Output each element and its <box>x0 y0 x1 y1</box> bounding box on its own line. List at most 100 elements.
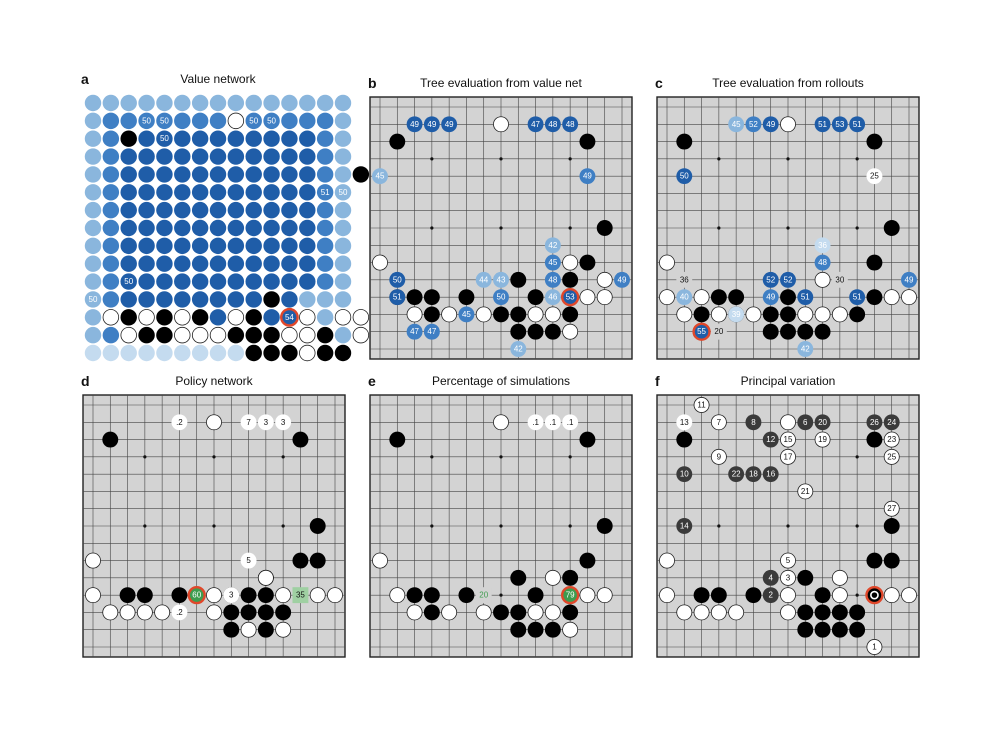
value-cell <box>334 255 352 272</box>
value-cell <box>156 291 173 308</box>
value-cell <box>245 166 262 183</box>
black-stone <box>240 587 257 604</box>
value-cell <box>84 273 102 290</box>
white-stone <box>475 306 492 323</box>
move-marker <box>493 289 509 306</box>
move-marker <box>544 414 561 431</box>
value-cell <box>191 148 209 165</box>
pv-black-stone <box>745 466 762 483</box>
value-cell <box>316 255 334 272</box>
pv-move-number: 5 <box>786 556 791 565</box>
move-marker <box>676 289 693 306</box>
value-cell <box>227 184 245 201</box>
move-value-label: 30 <box>835 275 844 284</box>
move-value-label: 50 <box>249 116 258 125</box>
star-point <box>430 157 434 161</box>
black-stone <box>797 604 814 621</box>
value-cell <box>209 273 227 290</box>
white-stone <box>327 587 343 604</box>
move-marker <box>831 271 848 288</box>
move-marker <box>527 414 544 431</box>
policy-marker <box>292 587 309 604</box>
pv-move-number: 9 <box>717 452 722 461</box>
pv-white-stone <box>780 552 796 569</box>
simulation-value-label: 20 <box>479 591 488 600</box>
value-cell <box>245 237 262 255</box>
white-stone <box>831 569 848 586</box>
star-point <box>568 157 572 161</box>
white-stone <box>596 587 613 604</box>
black-stone <box>510 621 527 638</box>
black-stone <box>493 604 509 621</box>
move-value-label: 5 <box>246 556 251 565</box>
move-marker <box>901 271 917 288</box>
black-stone <box>866 552 883 569</box>
white-stone <box>406 306 423 323</box>
black-stone <box>223 621 240 638</box>
panel-title: Principal variation <box>740 374 836 388</box>
white-stone <box>299 309 316 326</box>
white-stone <box>174 326 191 344</box>
move-marker <box>458 306 475 323</box>
white-stone <box>227 112 245 130</box>
value-cell <box>316 309 334 326</box>
value-cell <box>263 166 280 183</box>
star-point <box>212 455 216 459</box>
black-stone <box>527 323 544 340</box>
value-cell <box>138 130 155 147</box>
value-cell <box>156 255 173 272</box>
value-cell <box>299 273 316 290</box>
move-value-label: 48 <box>566 120 575 129</box>
value-cell <box>316 130 334 147</box>
star-point <box>855 524 859 528</box>
black-stone <box>849 621 866 638</box>
white-stone <box>372 254 388 271</box>
value-cell <box>299 166 316 183</box>
white-stone <box>493 414 509 431</box>
move-value-label: 49 <box>766 120 775 129</box>
move-value-label: 48 <box>548 275 557 284</box>
value-cell <box>138 148 155 165</box>
panel-title: Tree evaluation from rollouts <box>712 76 864 90</box>
value-cell <box>281 291 298 308</box>
black-stone <box>171 587 188 604</box>
white-stone <box>780 116 796 133</box>
move-value-label: 42 <box>514 345 523 354</box>
pv-move-number: 13 <box>680 418 689 427</box>
panel-title: Value network <box>180 72 256 86</box>
move-value-label: .2 <box>176 608 183 617</box>
value-cell <box>281 94 298 112</box>
value-cell <box>209 94 227 112</box>
pv-move-number: 18 <box>749 470 758 479</box>
value-cell <box>138 166 155 183</box>
black-stone <box>866 289 883 306</box>
move-marker <box>762 116 779 133</box>
move-marker <box>171 604 188 621</box>
white-stone <box>352 309 370 326</box>
move-marker <box>544 271 561 288</box>
black-stone <box>493 306 509 323</box>
best-move-label: 79 <box>566 591 575 600</box>
pv-move-number: 25 <box>887 452 896 461</box>
value-cell <box>299 237 316 255</box>
value-cell <box>138 94 155 112</box>
move-value-label: 50 <box>339 188 348 197</box>
black-stone <box>544 323 561 340</box>
black-stone <box>245 309 262 326</box>
move-value-label: 50 <box>124 277 133 286</box>
value-cell <box>281 112 298 130</box>
value-cell <box>263 255 280 272</box>
black-stone <box>527 289 544 306</box>
value-cell <box>245 184 262 201</box>
value-cell <box>227 237 245 255</box>
value-cell <box>227 201 245 219</box>
move-marker <box>614 271 630 288</box>
value-cell <box>120 166 137 183</box>
move-value-label: 50 <box>160 116 169 125</box>
move-marker <box>676 168 693 185</box>
